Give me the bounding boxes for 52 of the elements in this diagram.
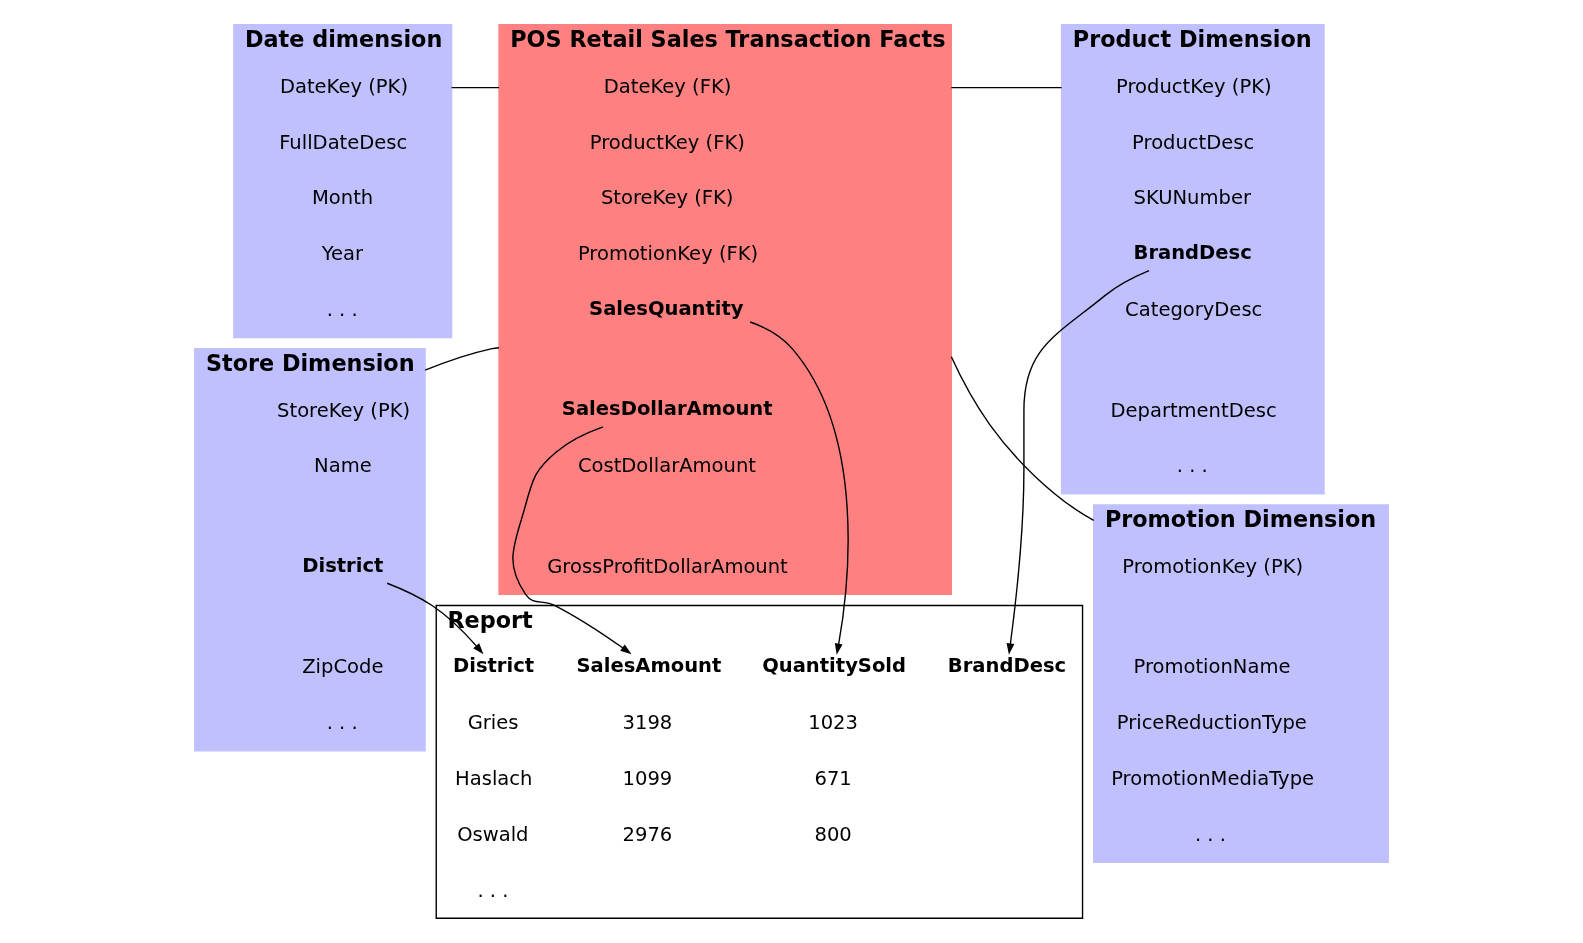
- node-text: District: [452, 654, 535, 678]
- node-text: . . .: [326, 711, 358, 735]
- node-text: PromotionKey (FK): [577, 242, 759, 266]
- arrow: [1006, 269, 1150, 655]
- node-text: FullDateDesc: [279, 130, 408, 154]
- node-text: DateKey (FK): [603, 74, 732, 98]
- node-text: BrandDesc: [947, 654, 1067, 678]
- connector: [950, 86, 1063, 89]
- node-text: CostDollarAmount: [577, 454, 756, 478]
- node-text: ProductDesc: [1132, 130, 1255, 154]
- node-text: QuantitySold: [762, 654, 907, 678]
- label: 3198: [622, 711, 673, 735]
- label: Haslach: [455, 767, 533, 791]
- label: 1099: [622, 767, 673, 791]
- node-text: District: [302, 553, 384, 577]
- label: Oswald: [457, 823, 529, 846]
- node-text: Month: [312, 186, 374, 210]
- node-text: PromotionKey (PK): [1122, 554, 1304, 578]
- node-text: SalesQuantity: [589, 296, 744, 320]
- label: Gries: [467, 711, 519, 735]
- node-text: DepartmentDesc: [1110, 398, 1277, 422]
- node-text: StoreKey (FK): [600, 186, 734, 210]
- node-text: BrandDesc: [1133, 240, 1252, 264]
- node-text: PriceReductionType: [1116, 711, 1307, 735]
- label: 2976: [622, 823, 673, 846]
- node-text: . . .: [1194, 823, 1226, 846]
- node-text: ZipCode: [302, 655, 384, 679]
- node-text: PromotionMediaType: [1111, 767, 1315, 791]
- node-text: StoreKey (PK): [277, 398, 411, 422]
- node-text: SalesAmount: [576, 654, 722, 678]
- node-text: SalesDollarAmount: [561, 397, 773, 421]
- node-text: PromotionName: [1133, 655, 1291, 679]
- label: . . .: [477, 878, 509, 902]
- connector: [950, 356, 1095, 522]
- label: 671: [814, 767, 852, 791]
- label: 800: [814, 823, 852, 846]
- node-text: DateKey (PK): [279, 74, 409, 98]
- label: 1023: [808, 711, 858, 735]
- connector: [424, 347, 500, 371]
- node-text: Name: [314, 454, 372, 478]
- arrow: [386, 582, 484, 655]
- node-text: CategoryDesc: [1125, 298, 1263, 322]
- node-text: SKUNumber: [1133, 186, 1251, 210]
- arrow: [512, 426, 632, 655]
- node-text: ProductKey (PK): [1116, 74, 1272, 98]
- arrow: [749, 321, 849, 655]
- node-text: GrossProfitDollarAmount: [547, 554, 788, 578]
- node-text: Year: [321, 242, 364, 266]
- connector: [450, 86, 500, 89]
- node-text: . . .: [1176, 454, 1208, 478]
- node-text: ProductKey (FK): [589, 130, 745, 154]
- node-text: . . .: [326, 298, 358, 322]
